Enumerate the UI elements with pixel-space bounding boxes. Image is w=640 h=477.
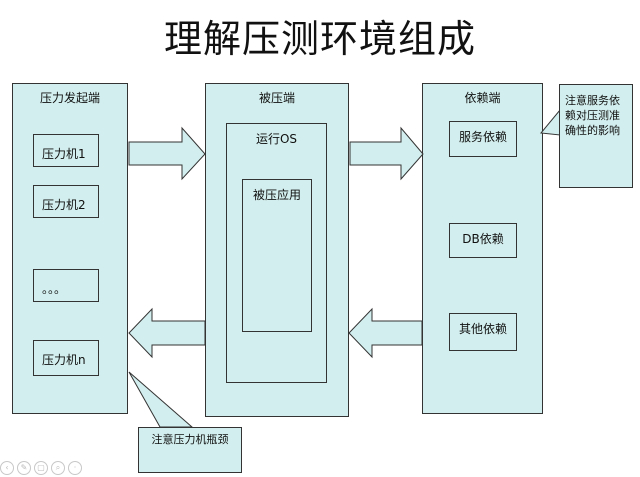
arrow-dependency-to-target [348, 307, 423, 359]
os-box: 运行OS 被压应用 [226, 123, 327, 383]
load-machine-ellipsis-label: 。。。 [42, 282, 67, 296]
os-label: 运行OS [255, 132, 298, 146]
db-dependency-label: DB依赖 [462, 232, 504, 246]
slideshow-toolbar: ‹ ✎ ▢ ⌕ · [0, 461, 82, 477]
load-machine-1-label: 压力机1 [42, 147, 86, 161]
load-machine-ellipsis: 。。。 [33, 269, 99, 302]
generator-callout: 注意压力机瓶颈 [138, 427, 242, 473]
slide-title: 理解压测环境组成 [163, 17, 476, 61]
app-box: 被压应用 [242, 179, 312, 332]
service-dependency-label: 服务依赖 [458, 130, 507, 144]
pen-icon[interactable]: ✎ [17, 461, 31, 475]
arrow-generator-to-target [128, 126, 206, 181]
load-generator-panel: 压力发起端 压力机1 压力机2 。。。 压力机n [12, 83, 128, 414]
target-panel: 被压端 运行OS 被压应用 [205, 83, 349, 417]
db-dependency-box: DB依赖 [449, 223, 517, 258]
dependency-label: 依赖端 [464, 91, 501, 105]
target-label: 被压端 [258, 91, 295, 105]
generator-callout-pointer [128, 371, 194, 428]
app-label: 被压应用 [252, 188, 301, 202]
other-dependency-label: 其他依赖 [458, 322, 507, 336]
load-machine-2-label: 压力机2 [42, 198, 86, 212]
zoom-icon[interactable]: ⌕ [51, 461, 65, 475]
arrow-target-to-dependency [349, 126, 424, 181]
load-machine-n-label: 压力机n [42, 353, 86, 367]
dependency-callout-pointer [540, 108, 561, 136]
more-icon[interactable]: · [68, 461, 82, 475]
service-dependency-box: 服务依赖 [449, 121, 517, 157]
dependency-callout-text: 注意服务依赖对压测准确性的影响 [565, 94, 620, 137]
generator-callout-text: 注意压力机瓶颈 [151, 433, 229, 446]
previous-icon[interactable]: ‹ [0, 461, 14, 475]
slides-icon[interactable]: ▢ [34, 461, 48, 475]
load-machine-2: 压力机2 [33, 185, 99, 218]
arrow-target-to-generator [128, 307, 206, 359]
load-generator-label: 压力发起端 [39, 91, 100, 105]
other-dependency-box: 其他依赖 [449, 313, 517, 351]
dependency-panel: 依赖端 服务依赖 DB依赖 其他依赖 [422, 83, 543, 414]
dependency-callout: 注意服务依赖对压测准确性的影响 [559, 84, 633, 188]
load-machine-1: 压力机1 [33, 134, 99, 167]
load-machine-n: 压力机n [33, 340, 99, 376]
